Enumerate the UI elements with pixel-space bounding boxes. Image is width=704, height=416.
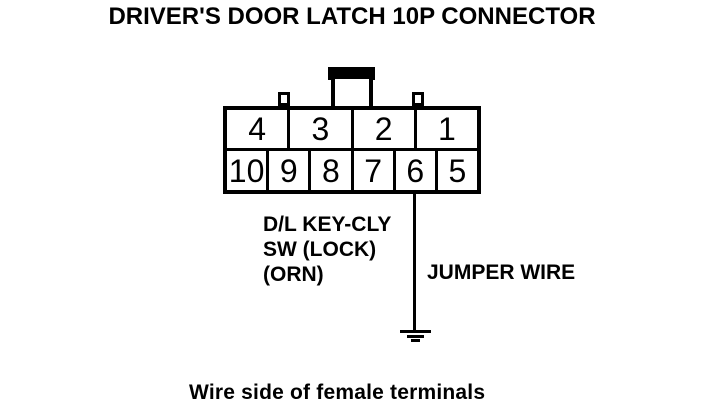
connector-latch-icon — [331, 79, 373, 106]
pin-cell-9: 9 — [266, 151, 308, 190]
pin-cell-4: 4 — [248, 111, 267, 147]
pin-cell-1: 1 — [413, 110, 477, 148]
pin-cell-3: 3 — [287, 110, 350, 148]
terminal-wire-label-line3: (ORN) — [263, 263, 324, 286]
terminal-wire-label: D/L KEY-CLY SW (LOCK) (ORN) — [263, 212, 391, 287]
pin-cell-5: 5 — [434, 151, 477, 190]
diagram-caption: Wire side of female terminals — [189, 381, 486, 404]
pin-cell-6: 6 — [392, 151, 435, 190]
ground-bar-top — [400, 330, 431, 333]
terminal-wire-label-line1: D/L KEY-CLY — [263, 213, 392, 236]
jumper-wire-line — [413, 194, 416, 331]
connector-key-tab-right-icon — [412, 92, 424, 106]
pin-cell-8: 8 — [308, 151, 350, 190]
ground-icon — [400, 330, 431, 343]
connector-latch-cap-icon — [328, 67, 375, 80]
ground-bar-middle — [407, 335, 424, 338]
pin-cell-7: 7 — [350, 151, 393, 190]
pin-cell-10: 10 — [228, 152, 265, 189]
jumper-wire-label: JUMPER WIRE — [427, 261, 576, 284]
pin-cell-2: 2 — [350, 110, 414, 148]
terminal-wire-label-line2: SW (LOCK) — [263, 238, 377, 261]
connector-key-tab-left-icon — [278, 92, 290, 106]
page-title: DRIVER'S DOOR LATCH 10P CONNECTOR — [108, 3, 596, 30]
ground-bar-bottom — [411, 339, 420, 342]
